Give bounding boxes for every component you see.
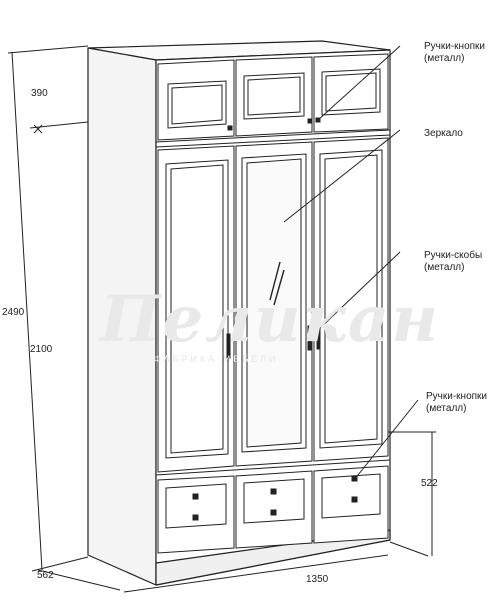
dimension-522: 522 [421,478,438,489]
callout-top-knob-handles: Ручки-кнопки (металл) [424,41,485,65]
callout-top-knob-material: (металл) [424,53,465,64]
handles [192,117,358,521]
dimension-562: 562 [37,570,54,581]
callout-drawer-knob-material: (металл) [426,403,467,414]
callout-top-knob-title: Ручки-кнопки [424,41,486,52]
callout-drawer-knob-title: Ручки-кнопки [426,391,488,402]
dimension-2100: 2100 [30,344,53,355]
callout-drawer-knob-handles: Ручки-кнопки (металл) [426,391,487,415]
callout-mirror: Зеркало [424,128,463,139]
main-doors [157,137,389,473]
watermark-logo: Пеликан [100,282,440,357]
callout-bar-handles-title: Ручки-скобы [424,250,483,261]
dimension-1350: 1350 [306,574,329,585]
dimension-2490: 2490 [2,307,25,318]
top-section [155,53,391,148]
dimension-390: 390 [31,88,48,99]
leader-lines [283,45,419,481]
watermark-tagline: ФАБРИКА МЕБЕЛИ [154,354,279,364]
callout-bar-handles: Ручки-скобы (металл) [424,250,482,274]
dimension-lines [7,45,436,593]
mirror-reflection-marks [269,261,285,306]
callout-bar-handles-material: (металл) [424,262,465,273]
